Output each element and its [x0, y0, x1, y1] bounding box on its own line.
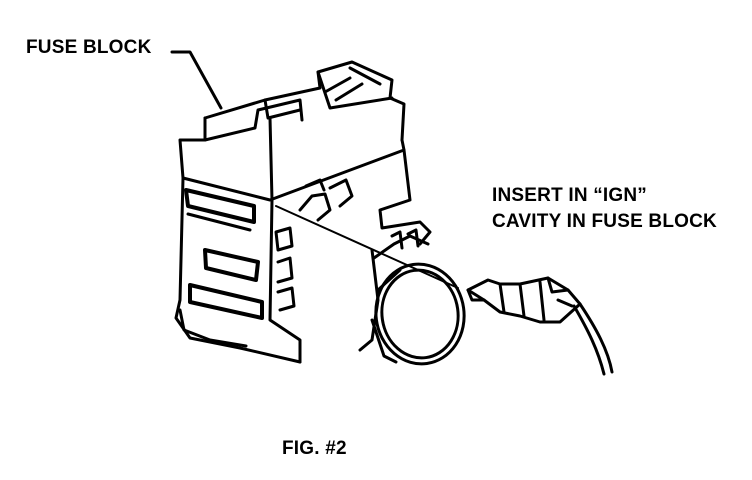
fuse-block [174, 60, 459, 364]
insert-instruction-line-2: CAVITY IN FUSE BLOCK [492, 211, 717, 232]
figure-caption: FIG. #2 [282, 438, 347, 459]
insert-instruction-line-1: INSERT IN “IGN” [492, 185, 648, 206]
fuse-block-leader-line [170, 50, 223, 110]
insert-instruction-label: INSERT IN “IGN” CAVITY IN FUSE BLOCK [492, 183, 717, 235]
fuse-block-label: FUSE BLOCK [26, 37, 152, 58]
ign-cavity-socket [370, 262, 466, 366]
ign-connector [466, 276, 614, 376]
